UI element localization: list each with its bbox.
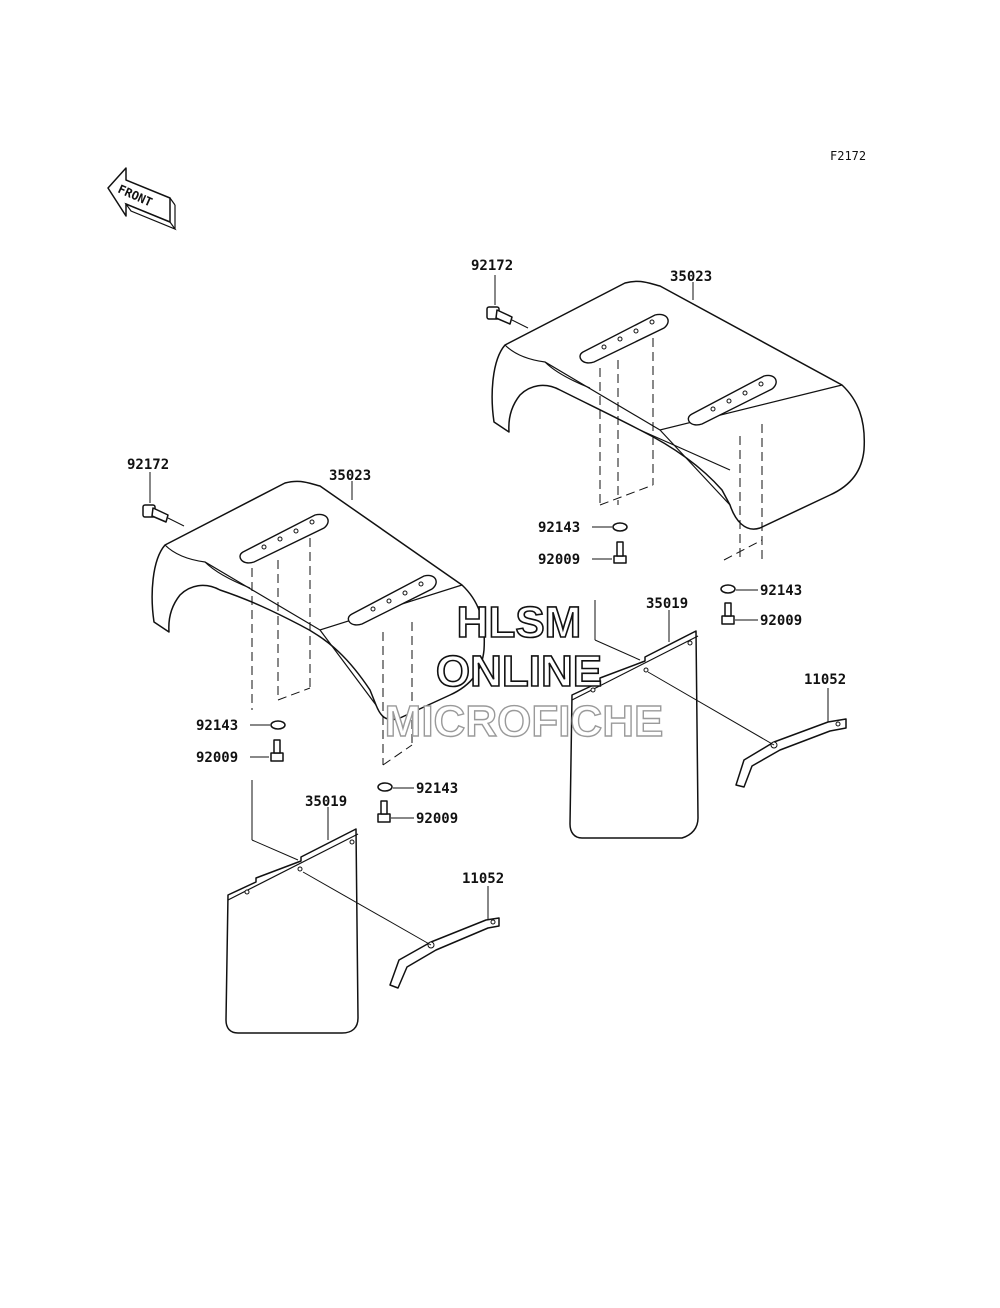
lower-flap — [225, 828, 359, 1034]
upper-bolt-left-callout: 92009 — [538, 552, 580, 568]
lower-collar-right — [377, 782, 393, 792]
upper-collar-right — [720, 584, 736, 594]
upper-fender-callout: 35023 — [670, 269, 712, 285]
lower-collar-left-callout: 92143 — [196, 718, 238, 734]
lower-collar-left — [270, 720, 286, 730]
lower-fender — [151, 480, 486, 721]
watermark-line3: MICROFICHE — [385, 697, 664, 746]
lower-bolt-right-callout: 92009 — [416, 811, 458, 827]
upper-bolt-left — [613, 541, 627, 564]
lower-bolt-left-callout: 92009 — [196, 750, 238, 766]
lower-fender-callout: 35023 — [329, 468, 371, 484]
upper-bolt-callout: 92172 — [471, 258, 513, 274]
upper-bolt-right-callout: 92009 — [760, 613, 802, 629]
upper-fender — [491, 280, 866, 530]
front-arrow-icon: FRONT — [107, 167, 177, 231]
upper-bolt — [486, 306, 529, 329]
watermark: HLSM ONLINE MICROFICHE — [384, 597, 664, 747]
watermark-line1: HLSM — [457, 598, 582, 647]
lower-bolt — [142, 504, 185, 527]
upper-bracket — [735, 718, 847, 788]
upper-collar-right-callout: 92143 — [760, 583, 802, 599]
upper-flap-callout: 35019 — [646, 596, 688, 612]
upper-fender-assembly: 92172 35023 92143 92009 92143 92009 3501… — [471, 258, 866, 839]
lower-collar-right-callout: 92143 — [416, 781, 458, 797]
upper-bracket-callout: 11052 — [804, 672, 846, 688]
lower-fender-assembly: 92172 35023 92143 92009 92143 92009 3501… — [127, 457, 504, 1034]
lower-flap-callout: 35019 — [305, 794, 347, 810]
lower-bracket — [389, 917, 500, 989]
figure-code: F2172 — [830, 149, 866, 163]
upper-collar-left-callout: 92143 — [538, 520, 580, 536]
upper-collar-left — [612, 522, 628, 532]
watermark-line2: ONLINE — [436, 647, 602, 696]
lower-bolt-left — [270, 739, 284, 762]
lower-bracket-callout: 11052 — [462, 871, 504, 887]
lower-bolt-callout: 92172 — [127, 457, 169, 473]
upper-bolt-right — [721, 602, 735, 625]
lower-bolt-right — [377, 800, 391, 823]
